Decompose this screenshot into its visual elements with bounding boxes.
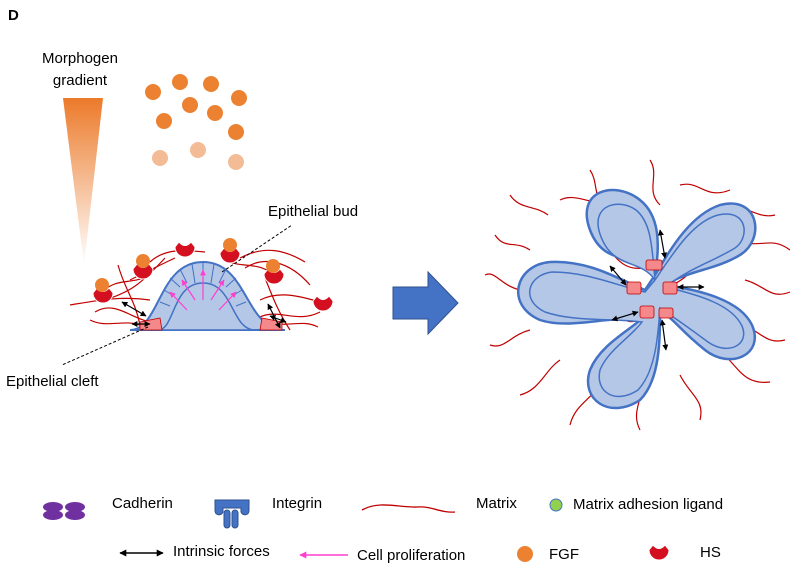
fgf-dot — [203, 76, 219, 92]
morphogen-label-line2: gradient — [53, 72, 108, 89]
fgf-dot — [207, 105, 223, 121]
fgf-dot — [156, 113, 172, 129]
matrix-fibres — [69, 249, 331, 331]
fgf-dot — [95, 278, 109, 292]
fgf-dot — [172, 74, 188, 90]
fgf-dot-cluster — [145, 74, 247, 170]
hs-icon — [174, 241, 196, 258]
legend: Cadherin Integrin Matrix Matrix adhesion… — [43, 495, 723, 564]
matrix-line-icon — [361, 504, 456, 513]
hs-fgf-complexes — [92, 238, 334, 312]
fgf-dot — [136, 254, 150, 268]
fgf-dot-faded — [152, 150, 168, 166]
branched-epithelium-inner — [528, 203, 745, 398]
intrinsic-force-arrows-right — [609, 229, 705, 351]
fgf-dot — [145, 84, 161, 100]
fgf-dot — [223, 238, 237, 252]
cleft-contact-pads — [626, 259, 678, 319]
fgf-dot-faded — [228, 154, 244, 170]
legend-matrix-label: Matrix — [476, 495, 517, 512]
legend-hs-label: HS — [700, 544, 721, 561]
morphogen-gradient: Morphogen gradient — [42, 50, 118, 265]
fgf-dot — [231, 90, 247, 106]
bud-callout-line — [221, 224, 293, 273]
fgf-dot — [228, 124, 244, 140]
fgf-dot-icon — [517, 546, 533, 562]
legend-proliferation-label: Cell proliferation — [357, 547, 465, 564]
matrix-adhesion-ligand-icon — [549, 498, 563, 512]
block-arrow-right-icon — [392, 270, 459, 336]
morphogen-label-line1: Morphogen — [42, 50, 118, 67]
integrin-icon — [214, 499, 250, 529]
gradient-cone-icon — [63, 98, 103, 265]
cadherin-icon — [43, 502, 85, 520]
proliferation-arrows — [169, 269, 237, 311]
fgf-dot — [182, 97, 198, 113]
legend-integrin-label: Integrin — [272, 495, 322, 512]
cleft-callout-line — [61, 326, 149, 366]
hs-heparan-sulfate-icon — [648, 544, 670, 561]
legend-cadherin-label: Cadherin — [112, 495, 173, 512]
legend-forces-label: Intrinsic forces — [173, 543, 270, 560]
epithelial-bud-label: Epithelial bud — [268, 203, 358, 220]
fgf-dot — [266, 259, 280, 273]
fgf-dot-faded — [190, 142, 206, 158]
hs-icon — [312, 295, 334, 312]
epithelial-cleft-label: Epithelial cleft — [6, 373, 99, 390]
epithelial-bud-scene — [61, 224, 334, 366]
intrinsic-force-arrows — [121, 301, 287, 329]
panel-letter: D — [8, 7, 19, 24]
branched-gland — [484, 159, 791, 431]
legend-ligand-label: Matrix adhesion ligand — [573, 496, 723, 513]
legend-fgf-label: FGF — [549, 546, 579, 563]
